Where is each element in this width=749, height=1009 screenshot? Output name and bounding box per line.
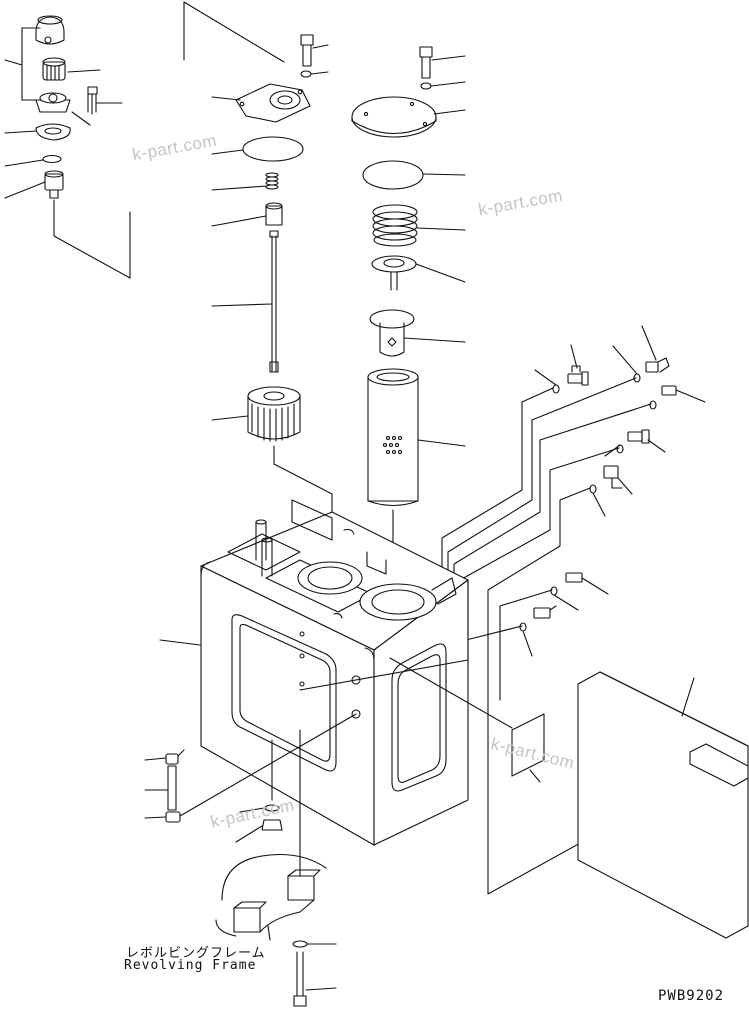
spring-right bbox=[372, 204, 418, 247]
revolving-frame-label-en: Revolving Frame bbox=[124, 958, 257, 973]
fitting-7 bbox=[533, 605, 557, 619]
revolving-frame-label-jp: レボルビングフレーム bbox=[126, 946, 266, 961]
mount-bolt bbox=[293, 951, 307, 1007]
o-ring-f6 bbox=[550, 586, 558, 596]
tank-cover-plate bbox=[577, 671, 749, 939]
bolt-top-right bbox=[419, 46, 433, 79]
o-ring-f7 bbox=[519, 622, 527, 632]
hydraulic-tank bbox=[200, 499, 469, 846]
o-ring-f1 bbox=[552, 384, 560, 394]
breather-body bbox=[35, 92, 71, 113]
fitting-4 bbox=[627, 429, 650, 444]
strainer-cover bbox=[235, 83, 311, 123]
snap-ring bbox=[42, 154, 62, 164]
strainer-rod bbox=[269, 230, 279, 373]
breather-adapter bbox=[44, 170, 64, 199]
fitting-6 bbox=[565, 572, 583, 583]
suction-strainer bbox=[247, 386, 301, 442]
bypass-valve bbox=[371, 255, 417, 291]
return-filter-element bbox=[367, 368, 419, 507]
o-ring-right bbox=[362, 160, 424, 190]
mount-washer bbox=[292, 940, 308, 948]
filter-guide bbox=[369, 309, 415, 357]
filter-cover bbox=[351, 96, 437, 138]
drawing-code: PWB9202 bbox=[658, 988, 725, 1004]
drain-nut bbox=[261, 819, 283, 831]
spring-middle bbox=[265, 172, 279, 190]
small-bracket bbox=[511, 713, 545, 777]
revolving-frame-bracket bbox=[215, 853, 327, 937]
fitting-2 bbox=[645, 357, 670, 373]
drain-washer bbox=[264, 804, 280, 812]
drain-pipe bbox=[167, 765, 177, 811]
washer-top-right bbox=[420, 82, 432, 90]
fitting-3 bbox=[661, 385, 677, 396]
drain-elbow bbox=[165, 749, 185, 765]
breather-cap bbox=[35, 15, 65, 45]
breather-gasket bbox=[35, 123, 71, 141]
bolt-top-middle bbox=[300, 34, 314, 67]
o-ring-f5 bbox=[589, 484, 597, 494]
breather-element bbox=[42, 57, 66, 81]
fitting-5 bbox=[603, 465, 623, 489]
washer-top-middle bbox=[300, 70, 312, 78]
fitting-1 bbox=[567, 365, 589, 386]
o-ring-f3 bbox=[649, 400, 657, 410]
breather-bolt bbox=[87, 86, 98, 115]
o-ring-middle bbox=[242, 136, 304, 162]
spacer-middle bbox=[265, 202, 283, 226]
drain-plug bbox=[165, 811, 181, 823]
